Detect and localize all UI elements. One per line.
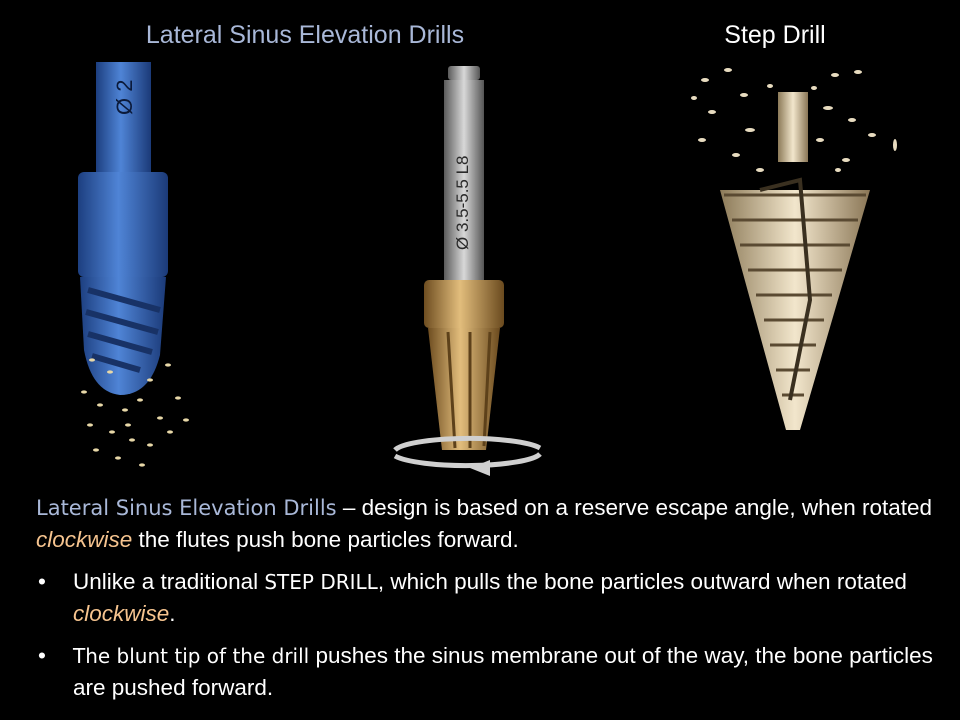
center-drill: Ø 3.5-5.5 L8 bbox=[424, 66, 504, 450]
intro-paragraph: Lateral Sinus Elevation Drills – design … bbox=[36, 492, 941, 556]
bullet-2: • The blunt tip of the drill pushes the s… bbox=[36, 640, 941, 704]
bullet-1: • Unlike a traditional STEP DRILL, which … bbox=[36, 566, 941, 630]
drill-illustrations: Ø 2 Ø 3.5-5.5 L8 bbox=[78, 62, 897, 476]
intro-part2: the flutes push bone particles forward. bbox=[132, 527, 519, 552]
blue-drill: Ø 2 bbox=[78, 62, 168, 395]
blue-drill-marking: Ø 2 bbox=[112, 80, 137, 115]
bullet-1-part1: Unlike a traditional bbox=[73, 569, 265, 594]
rotation-arrow bbox=[393, 435, 542, 476]
bullet-2-term: The blunt tip of the drill bbox=[73, 644, 310, 668]
slide-body: Lateral Sinus Elevation Drills – design … bbox=[36, 492, 941, 714]
bullet-1-emphasis: clockwise bbox=[73, 601, 170, 626]
center-drill-marking: Ø 3.5-5.5 L8 bbox=[453, 155, 472, 250]
step-drill bbox=[720, 92, 870, 430]
bullet-2-marker: • bbox=[38, 643, 46, 668]
bullet-1-term: STEP DRILL bbox=[264, 570, 378, 594]
intro-part1: – design is based on a reserve escape an… bbox=[336, 495, 933, 520]
bullet-2-part1: pushes the sinus membrane out of the way… bbox=[73, 643, 933, 700]
bone-particles-right bbox=[691, 68, 897, 172]
lateral-sinus-title: Lateral Sinus Elevation Drills bbox=[145, 21, 465, 49]
intro-term: Lateral Sinus Elevation Drills bbox=[36, 496, 337, 520]
bullet-1-part3: . bbox=[169, 601, 176, 626]
intro-emphasis: clockwise bbox=[36, 527, 133, 552]
bone-particles-left bbox=[81, 358, 189, 467]
bullet-1-part2: , which pulls the bone particles outward… bbox=[377, 569, 907, 594]
step-drill-title: Step Drill bbox=[724, 21, 826, 49]
bullet-1-marker: • bbox=[38, 569, 46, 594]
